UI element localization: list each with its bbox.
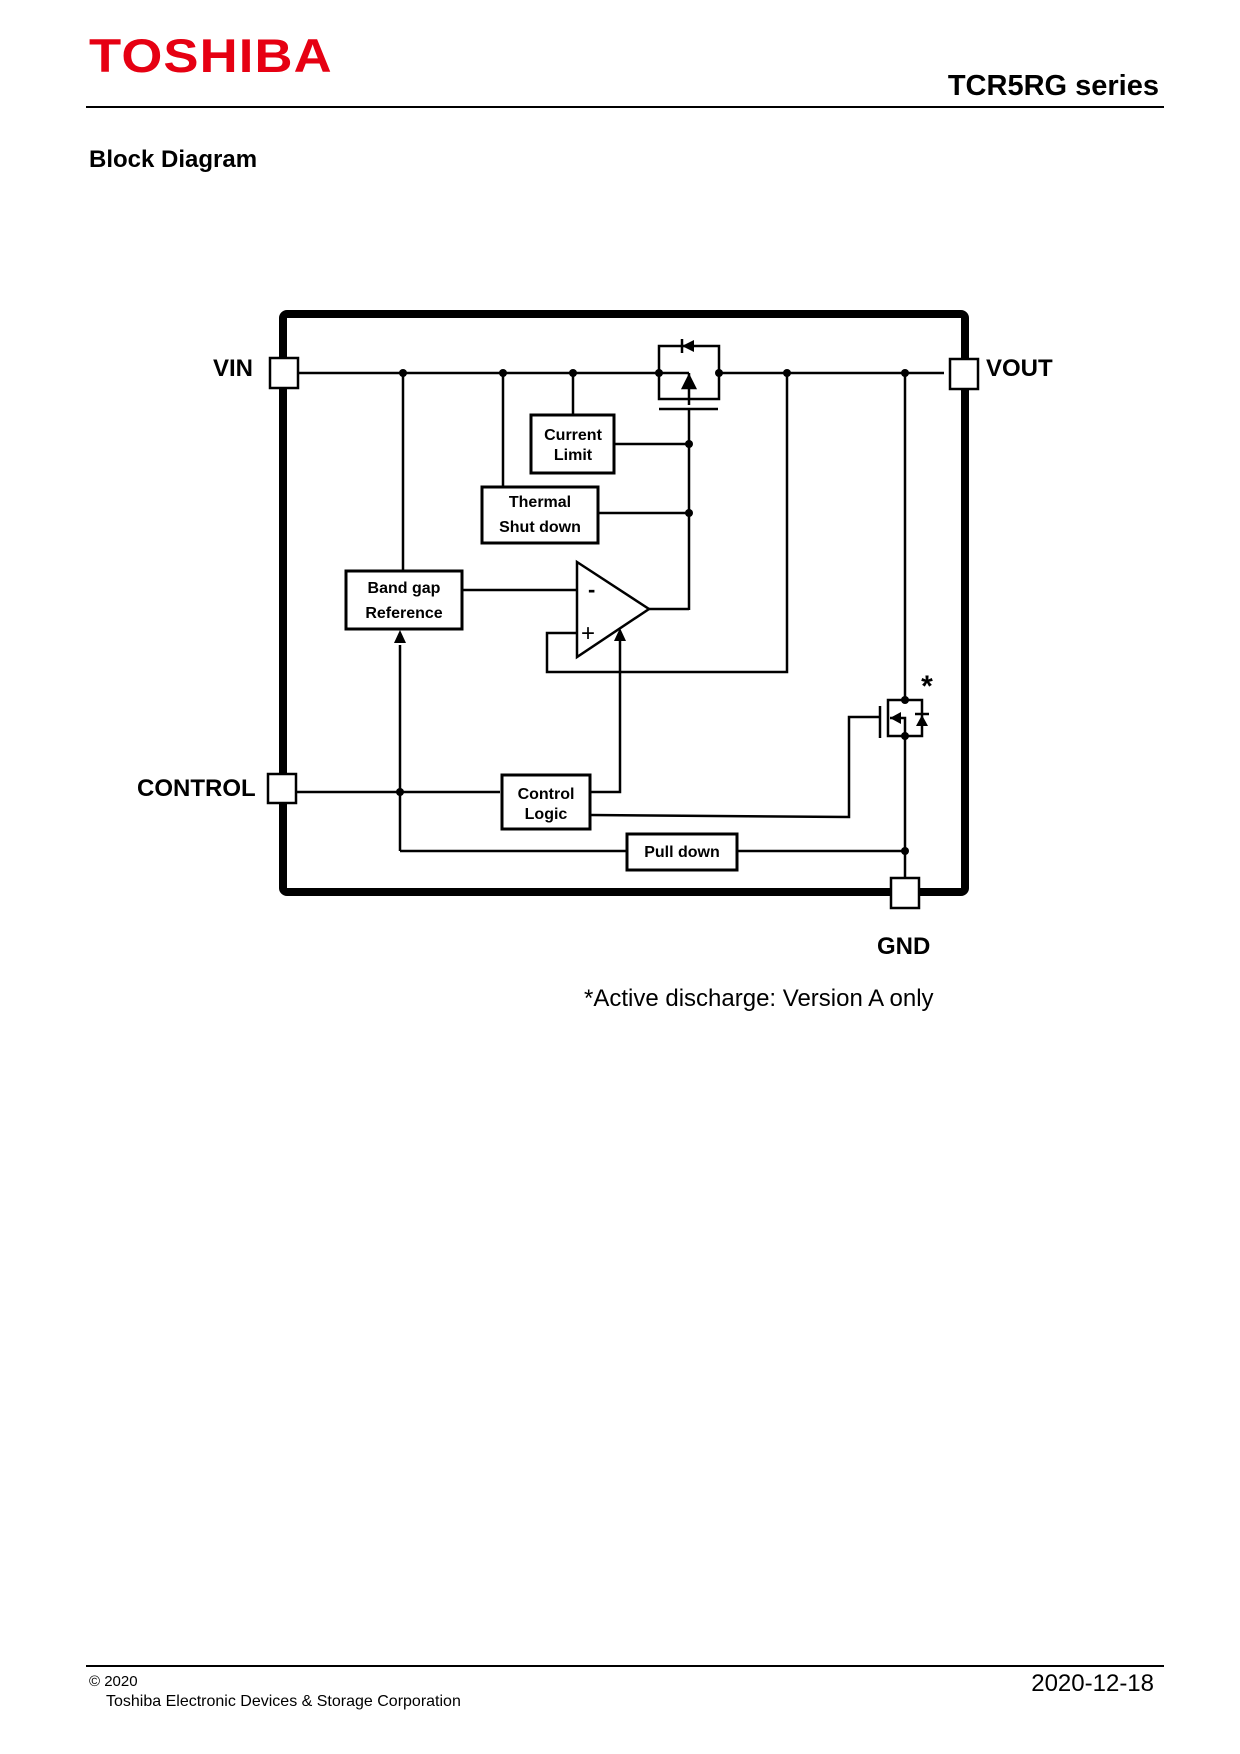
opamp-minus-label: - (588, 577, 595, 602)
discharge-transistor-icon (878, 698, 929, 738)
pass-transistor-icon (657, 339, 721, 411)
series-title: TCR5RG series (947, 70, 1159, 102)
discharge-marker: * (921, 670, 933, 703)
pull-down-block: Pull down (625, 832, 739, 872)
feedback-wire (545, 373, 789, 674)
thermal-label-2: Shut down (499, 519, 581, 536)
vin-label: VIN (213, 355, 253, 382)
error-amplifier-icon: - + (575, 559, 652, 660)
copyright: © 2020 (89, 1673, 138, 1690)
junction-dots (396, 369, 909, 855)
section-title: Block Diagram (89, 146, 258, 173)
bandgap-label-2: Reference (365, 605, 442, 622)
thermal-label-1: Thermal (509, 494, 571, 511)
bandgap-label-1: Band gap (368, 580, 441, 597)
discharge-diode-icon (916, 715, 928, 726)
opamp-plus-label: + (581, 620, 595, 647)
toshiba-logo: TOSHIBA (89, 29, 333, 82)
current-limit-block: Current Limit (529, 413, 616, 475)
block-diagram: VIN VOUT CONTROL GND * Current Limit The… (137, 310, 1053, 960)
footer-divider (86, 1665, 1164, 1667)
thermal-shutdown-block: Thermal Shut down (480, 485, 600, 545)
control-pin (266, 772, 298, 805)
vout-label: VOUT (986, 355, 1053, 382)
body-diode-icon (682, 340, 694, 352)
arrow-to-bandgap-icon (394, 630, 406, 643)
pull-down-label: Pull down (644, 844, 720, 861)
control-logic-block: Control Logic (500, 773, 592, 831)
vin-pin (268, 356, 300, 390)
control-logic-to-discharge-wire (589, 715, 880, 819)
vout-pin (948, 357, 980, 391)
document-date: 2020-12-18 (1031, 1670, 1154, 1697)
header-divider (86, 106, 1164, 108)
gnd-pin (889, 876, 921, 910)
company-name: Toshiba Electronic Devices & Storage Cor… (106, 1693, 461, 1710)
gnd-label: GND (877, 933, 930, 960)
bandgap-reference-block: Band gap Reference (344, 569, 464, 631)
control-logic-label-2: Logic (525, 806, 568, 823)
package-outline (279, 310, 969, 896)
control-logic-label-1: Control (518, 786, 575, 803)
control-label: CONTROL (137, 775, 256, 802)
footnote: *Active discharge: Version A only (584, 985, 934, 1012)
control-logic-to-opamp-wire (590, 638, 622, 794)
current-limit-label-2: Limit (554, 447, 593, 464)
current-limit-label-1: Current (544, 427, 602, 444)
arrow-to-opamp-icon (614, 628, 626, 641)
